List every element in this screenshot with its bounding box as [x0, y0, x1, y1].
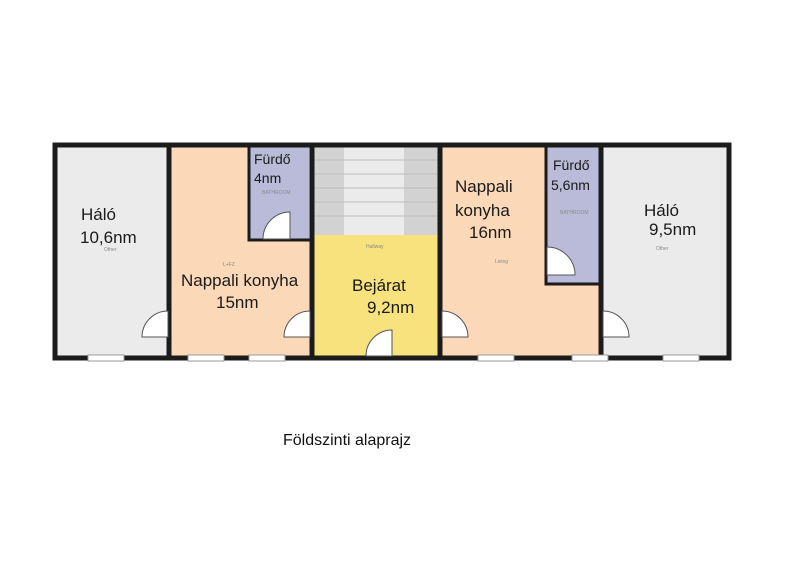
room-tag-furdo-right: BATHROOM	[560, 210, 589, 216]
room-area-nappali-left: 15nm	[216, 293, 259, 312]
door-halo-right	[602, 310, 630, 338]
room-tag-halo-left: Other	[104, 247, 117, 253]
door-halo-left	[141, 310, 169, 338]
room-tag-nappali-right: Living	[495, 259, 509, 265]
room-name-nappali-left: Nappali konyha	[181, 271, 299, 290]
room-name-halo-left: Háló	[81, 205, 116, 224]
room-area-furdo-right: 5,6nm	[551, 177, 590, 193]
room-name-bejarat: Bejárat	[352, 276, 406, 295]
door-entrance	[365, 329, 393, 357]
room-area-furdo-left: 4nm	[254, 170, 282, 186]
room-area-nappali-right: 16nm	[469, 223, 512, 242]
room-name-furdo-right: Fürdő	[553, 157, 590, 173]
room-name-furdo-left: Fürdő	[254, 151, 291, 167]
room-area-halo-right: 9,5nm	[649, 220, 697, 239]
room-name2-nappali-right: konyha	[455, 201, 510, 220]
door-furdo-right	[546, 246, 576, 276]
room-name-nappali-right: Nappali	[455, 177, 513, 196]
door-furdo-left	[262, 211, 291, 240]
doors	[141, 211, 630, 357]
door-bejarat-side	[441, 310, 469, 338]
staircase	[314, 147, 438, 235]
room-tag-bejarat: Hallway	[366, 244, 384, 250]
room-tag-halo-right: Other	[656, 246, 669, 252]
room-name-halo-right: Háló	[644, 201, 679, 220]
plan-caption: Földszinti alaprajz	[283, 432, 412, 449]
room-tag-nappali-left: L+FZ	[223, 262, 235, 268]
windows	[87, 354, 700, 362]
room-area-bejarat: 9,2nm	[367, 298, 415, 317]
walls	[52, 142, 732, 361]
room-tag-furdo-left: BATHROOM	[262, 190, 291, 196]
room-area-halo-left: 10,6nm	[80, 228, 137, 247]
door-nappali-left	[283, 310, 311, 338]
